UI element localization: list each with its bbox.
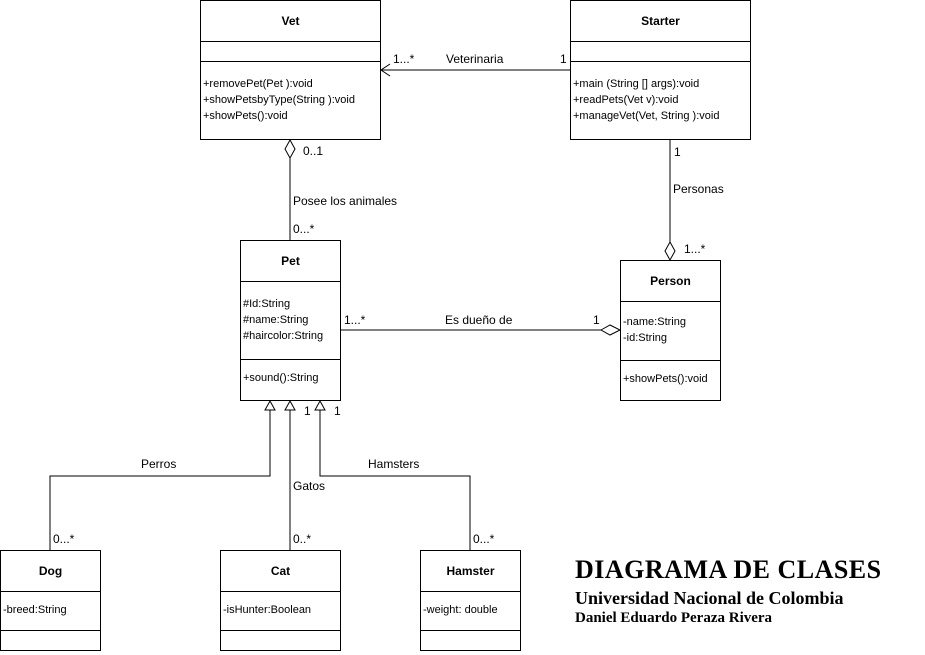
- perros-line: [49, 410, 271, 550]
- attributes-section: #Id:String #name:String #haircolor:Strin…: [241, 282, 340, 360]
- dueno-mult-person: 1: [593, 313, 600, 327]
- attribute: -breed:String: [3, 604, 67, 616]
- hamsters-triangle: [314, 399, 326, 411]
- author-name: Daniel Eduardo Peraza Rivera: [575, 610, 773, 626]
- posee-diamond: [284, 138, 296, 160]
- method: +main (String [] args):void: [573, 78, 700, 90]
- veterinaria-mult-starter: 1: [560, 52, 567, 66]
- class-name: Person: [621, 261, 720, 302]
- methods-section: [421, 631, 520, 635]
- class-name: Pet: [241, 241, 340, 282]
- attribute: -isHunter:Boolean: [223, 604, 312, 616]
- dueno-label: Es dueño de: [445, 313, 513, 327]
- gatos-mult-cat: 0..*: [293, 532, 312, 546]
- class-vet[interactable]: Vet +removePet(Pet ):void +showPetsbyTyp…: [200, 0, 381, 140]
- methods-section: [1, 631, 100, 635]
- method: +showPets():void: [203, 110, 288, 122]
- class-hamster[interactable]: Hamster -weight: double: [420, 550, 521, 651]
- attribute: -name:String: [623, 316, 686, 328]
- personas-mult-person: 1...*: [684, 242, 706, 256]
- methods-section: [221, 631, 340, 635]
- posee-mult-pet: 0...*: [293, 222, 315, 236]
- personas-diamond: [664, 240, 676, 262]
- class-name: Dog: [1, 551, 100, 592]
- class-name: Vet: [201, 1, 380, 42]
- methods-section: +showPets():void: [621, 361, 720, 389]
- posee-label: Posee los animales: [293, 194, 398, 208]
- attribute: -weight: double: [423, 604, 498, 616]
- class-name: Cat: [221, 551, 340, 592]
- attribute: #Id:String: [243, 298, 291, 310]
- class-dog[interactable]: Dog -breed:String: [0, 550, 101, 651]
- dueno-diamond: [599, 324, 622, 336]
- attributes-section: -weight: double: [421, 592, 520, 631]
- posee-mult-vet: 0..1: [303, 144, 324, 158]
- veterinaria-arrowhead: [380, 63, 391, 77]
- personas-mult-starter: 1: [674, 145, 681, 159]
- method: +removePet(Pet ):void: [203, 78, 313, 90]
- hamsters-mult-pet: 1: [334, 404, 341, 418]
- attribute: #haircolor:String: [243, 330, 324, 342]
- perros-label: Perros: [141, 457, 177, 471]
- hamsters-line: [319, 410, 471, 550]
- method: +readPets(Vet v):void: [573, 94, 679, 106]
- diagram-title: DIAGRAMA DE CLASES: [575, 555, 882, 584]
- gatos-triangle: [284, 399, 296, 411]
- attributes-section: [201, 42, 380, 62]
- hamsters-mult-hamster: 0...*: [473, 532, 495, 546]
- method: +sound():String: [243, 372, 319, 384]
- attributes-section: -name:String -id:String: [621, 302, 720, 361]
- hamsters-label: Hamsters: [368, 457, 420, 471]
- attribute: #name:String: [243, 314, 309, 326]
- attribute: -id:String: [623, 332, 668, 344]
- methods-section: +main (String [] args):void +readPets(Ve…: [571, 62, 750, 126]
- class-name: Hamster: [421, 551, 520, 592]
- methods-section: +removePet(Pet ):void +showPetsbyType(St…: [201, 62, 380, 126]
- dueno-mult-pet: 1...*: [344, 313, 366, 327]
- method: +showPetsbyType(String ):void: [203, 94, 355, 106]
- class-pet[interactable]: Pet #Id:String #name:String #haircolor:S…: [240, 240, 341, 401]
- gatos-label: Gatos: [293, 479, 326, 493]
- class-person[interactable]: Person -name:String -id:String +showPets…: [620, 260, 721, 401]
- university-name: Universidad Nacional de Colombia: [575, 588, 844, 608]
- perros-triangle: [264, 399, 276, 411]
- class-cat[interactable]: Cat -isHunter:Boolean: [220, 550, 341, 651]
- attributes-section: -breed:String: [1, 592, 100, 631]
- attributes-section: [571, 42, 750, 62]
- class-name: Starter: [571, 1, 750, 42]
- methods-section: +sound():String: [241, 360, 340, 388]
- attributes-section: -isHunter:Boolean: [221, 592, 340, 631]
- method: +manageVet(Vet, String ):void: [573, 110, 720, 122]
- class-starter[interactable]: Starter +main (String [] args):void +rea…: [570, 0, 751, 140]
- veterinaria-mult-vet: 1...*: [393, 52, 415, 66]
- gatos-mult-pet: 1: [304, 404, 311, 418]
- method: +showPets():void: [623, 373, 708, 385]
- veterinaria-label: Veterinaria: [446, 52, 504, 66]
- personas-label: Personas: [673, 182, 724, 196]
- perros-mult-dog: 0...*: [53, 532, 75, 546]
